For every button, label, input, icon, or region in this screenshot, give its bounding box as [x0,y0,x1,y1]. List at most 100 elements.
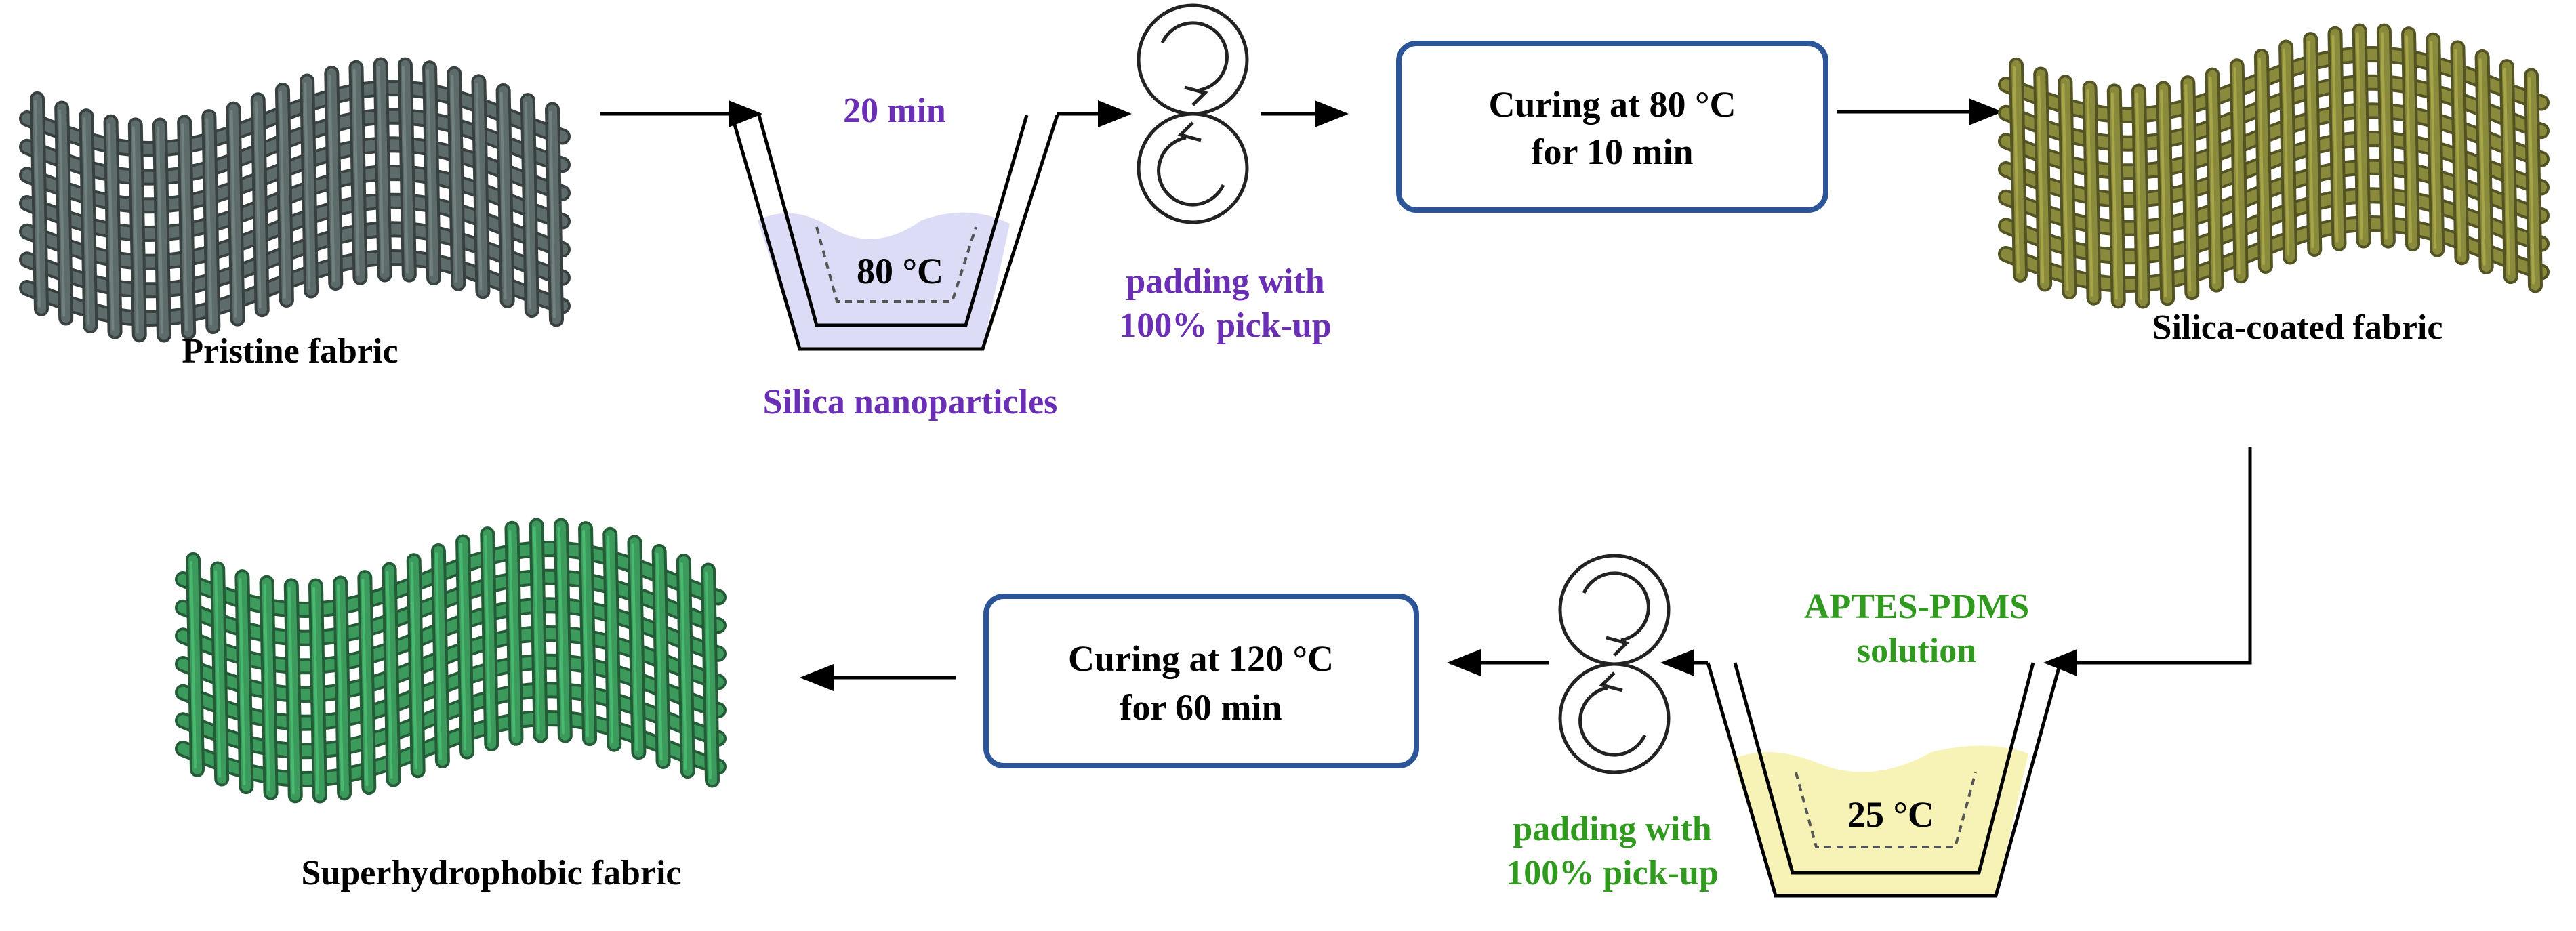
fabric-warp-highlight [190,560,197,768]
aptes-bath-temp: 25 °C [1847,794,1934,835]
fabric-warp-highlight [2013,66,2020,274]
fabric-warp-highlight [304,82,311,290]
bottom-padding-line1: padding with [1513,810,1711,848]
fabric-warp-strand [360,573,374,793]
fabric-warp-strand [2109,86,2123,306]
padding-rollers-icon-top [1137,3,1249,224]
fabric-warp-highlight [205,118,213,326]
fabric-warp-highlight [631,543,638,751]
fabric-warp-highlight [2331,35,2339,243]
fabric-warp-strand [400,60,414,280]
bottom-padding-line2: 100% pick-up [1506,854,1719,892]
fabric-warp-highlight [230,110,237,318]
fabric-warp-highlight [2209,76,2216,284]
fabric-warp-highlight [607,535,614,743]
fabric-warp-highlight [263,583,270,791]
fabric-warp-highlight [361,579,369,787]
fabric-warp-highlight [508,529,516,737]
fabric-warp-strand [335,578,350,798]
fabric-warp-strand [425,63,439,283]
roller-arrowhead [1184,85,1208,106]
silica-coated-fabric-label: Silica-coated fabric [2152,308,2443,347]
fabric-warp-strand [188,554,202,774]
fabric-warp-strand [204,112,218,332]
silica-bath-temp: 80 °C [857,251,943,291]
bottom-curing-line1: Curing at 120 °C [1068,638,1334,679]
fabric-warp-highlight [401,66,409,274]
fabric-warp-strand [351,62,365,283]
fabric-warp-strand [409,556,423,776]
roller-arrowhead [1177,121,1202,142]
roller-arrowhead [1606,636,1630,657]
fabric-warp-highlight [2233,67,2241,275]
fabric-warp-highlight [2503,68,2510,276]
connector-arrow [2043,447,2252,676]
fabric-warp-highlight [312,587,319,795]
fabric-warp-strand [2379,26,2393,246]
fabric-warp-strand [678,556,693,777]
fabric-warp-highlight [2356,32,2363,240]
fabric-warp-strand [458,537,472,757]
fabric-warp-highlight [475,83,483,291]
padding-rollers-icon-bottom [1558,554,1671,774]
fabric-warp-strand [286,581,300,801]
fabric-warp-highlight [2283,48,2290,256]
fabric-warp-strand [33,94,46,314]
fabric-warp-strand [2306,35,2320,255]
fabric-warp-strand [2036,69,2050,289]
fabric-warp-strand [375,60,390,280]
top-curing-line1: Curing at 80 °C [1488,84,1736,125]
fabric-warp-highlight [2062,83,2069,291]
top-curing-box [1396,41,1828,213]
fabric-warp-highlight [459,543,467,751]
fabric-warp-highlight [680,562,687,770]
bottom-curing-line2: for 60 min [1120,687,1282,728]
fabric-warp-strand [2354,26,2369,246]
aptes-solution-line1: APTES-PDMS [1804,587,2029,626]
fabric-warp-highlight [582,530,590,738]
fabric-warp-strand [605,529,619,749]
fabric-warp-strand [2133,86,2148,306]
fabric-warp-strand [2281,42,2295,262]
fabric-warp-strand [253,95,267,315]
fabric-warp-strand [2527,70,2540,291]
silica-bath-outer [730,115,1059,351]
top-curing-line2: for 10 min [1532,131,1694,172]
fabric-warp-strand [130,120,144,340]
fabric-warp-highlight [83,117,90,325]
fabric-warp-highlight [2430,41,2437,249]
fabric-warp-highlight [156,126,163,334]
aptes-bath-icon [1706,662,2062,898]
fabric-warp-strand [2453,43,2467,263]
fabric-warp-highlight [386,571,393,779]
fabric-warp-strand [2232,61,2246,281]
fabric-warp-strand [498,85,512,306]
fabric-warp-highlight [705,571,712,779]
bottom-curing-box [983,594,1419,768]
fabric-warp-highlight [107,123,115,331]
aptes-bath-fabric-path [1795,772,1977,848]
fabric-warp-highlight [557,526,565,735]
fabric-warp-highlight [328,75,335,283]
superhydrophobic-fabric-icon [175,518,727,804]
fabric-warp-highlight [254,101,262,309]
fabric-warp-strand [81,111,96,331]
fabric-warp-highlight [131,126,139,334]
fabric-warp-strand [581,524,595,744]
pristine-fabric-label: Pristine fabric [182,332,398,371]
fabric-warp-highlight [484,535,491,743]
fabric-warp-highlight [214,570,222,778]
silica-bath-label: Silica nanoparticles [763,383,1058,421]
fabric-warp-strand [2256,51,2270,272]
fabric-warp-highlight [655,552,663,760]
silica-bath-time: 20 min [843,91,946,130]
fabric-warp-strand [213,564,227,784]
fabric-warp-strand [237,572,251,792]
fabric-warp-strand [630,537,644,758]
fabric-warp-highlight [2405,35,2413,243]
fabric-warp-strand [327,68,341,289]
fabric-warp-highlight [2086,89,2093,297]
fabric-warp-highlight [2257,58,2265,266]
aptes-solution-line2: solution [1857,632,1976,670]
fabric-warp-highlight [434,552,442,760]
